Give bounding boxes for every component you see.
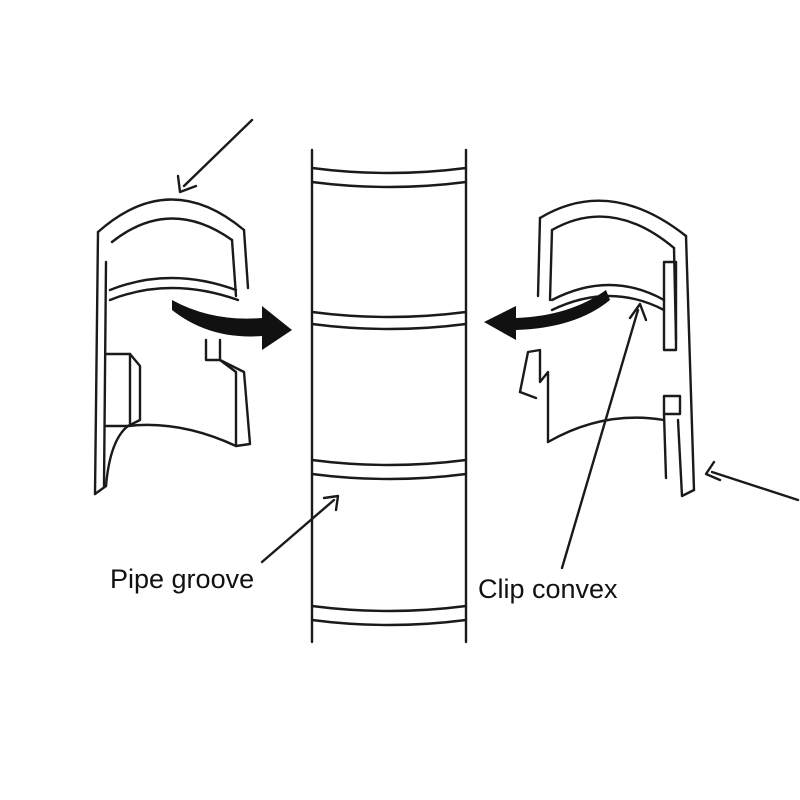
pointer-pipe-groove [260, 494, 340, 564]
insert-arrow-right [484, 290, 610, 340]
insert-arrow-left [172, 300, 292, 350]
pipe [310, 148, 468, 644]
pipe-groove-ring [310, 310, 468, 331]
clip-convex-label: Clip convex [478, 574, 618, 604]
left-half-clip [93, 198, 252, 496]
pointer-right-outer [704, 460, 800, 502]
pipe-groove-ring [310, 458, 468, 481]
right-half-clip [518, 199, 696, 498]
pointer-top-left [176, 118, 254, 194]
pipe-groove-label: Pipe groove [110, 564, 255, 594]
pointer-clip-convex [560, 302, 648, 570]
pipe-groove-ring [310, 604, 468, 627]
